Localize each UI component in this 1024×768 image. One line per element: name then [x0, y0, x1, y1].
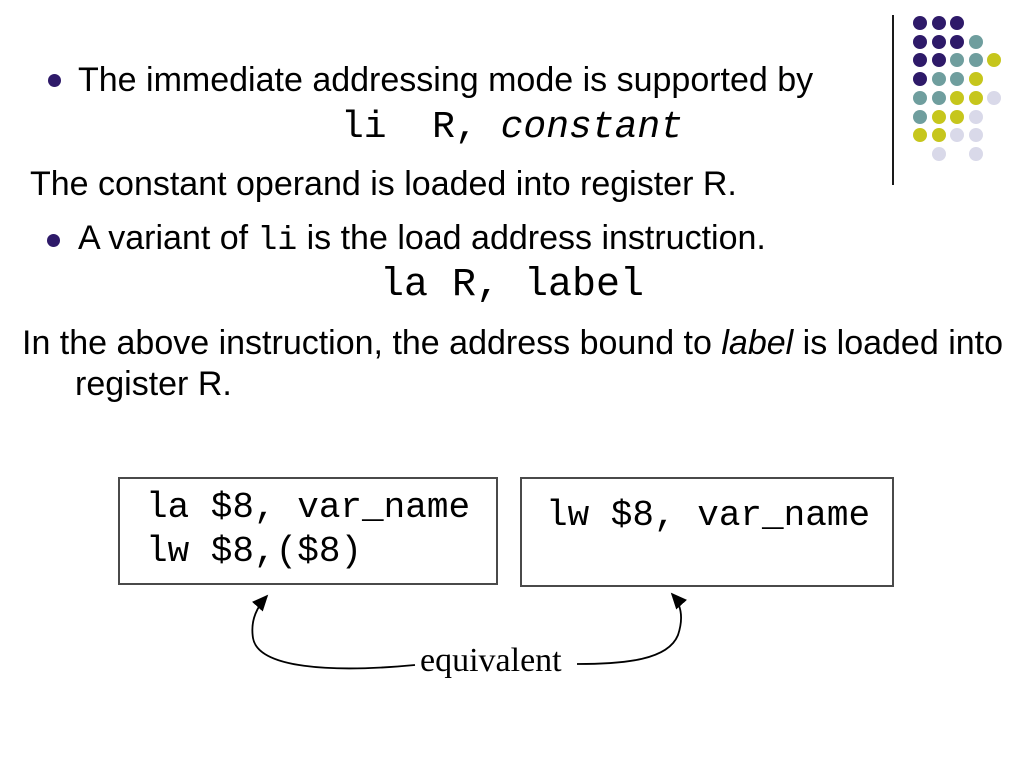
para2-pre: In the above instruction, the address bo… [22, 324, 722, 362]
decoration-dot [950, 90, 965, 105]
decoration-vertical-rule [892, 15, 894, 185]
right-box-line1: lw $8, var_name [546, 495, 871, 536]
decoration-dot [968, 146, 983, 161]
para-constant-operand: The constant operand is loaded into regi… [30, 165, 737, 203]
code-box-lw: lw $8, var_name [520, 477, 894, 587]
bullet2-post: is the load address instruction. [297, 219, 766, 257]
decoration-dot [913, 109, 927, 124]
decoration-dot [931, 90, 946, 105]
code-line-li: li R, constant [0, 106, 1024, 150]
decoration-dot [968, 90, 983, 105]
equivalence-arrows [251, 592, 687, 670]
decoration-dot [913, 53, 927, 68]
decoration-dot [931, 109, 946, 124]
decoration-dot [913, 90, 927, 105]
bullet2-text: A variant of li is the load address inst… [78, 218, 1018, 261]
decoration-dot [931, 72, 946, 87]
decoration-dot [950, 34, 965, 49]
code-li-operand: constant [500, 106, 684, 149]
decoration-dot [968, 109, 983, 124]
code-li-prefix: li R, [340, 106, 501, 149]
decoration-dot [987, 53, 1002, 68]
decoration-dot [913, 16, 927, 30]
left-box-line2: lw $8,($8) [146, 531, 363, 572]
right-box-code: lw $8, var_name [546, 494, 892, 538]
decoration-dot [931, 128, 946, 143]
decoration-dot [968, 53, 983, 68]
equivalence-label: equivalent [420, 642, 562, 679]
decoration-dot [950, 72, 965, 87]
code-line-la: la R, label [379, 263, 645, 308]
para2-post: is loaded into register R. [75, 324, 1004, 403]
decoration-dot [950, 53, 965, 68]
code-box-la-lw: la $8, var_name lw $8,($8) [118, 477, 498, 585]
left-box-code: la $8, var_name lw $8,($8) [146, 486, 496, 574]
decoration-dot [931, 16, 946, 30]
decoration-dot [931, 34, 946, 49]
decoration-dot [950, 109, 965, 124]
bullet2-li-code: li [257, 222, 298, 259]
left-box-line1: la $8, var_name [146, 487, 471, 528]
decoration-dot [913, 34, 927, 49]
decoration-dot [950, 128, 965, 143]
decoration-dot [950, 16, 965, 30]
decoration-dot [968, 72, 983, 87]
decoration-dot [913, 128, 927, 143]
bullet-marker [47, 234, 60, 247]
equivalence-arrow-right [576, 592, 687, 665]
decoration-dot [913, 72, 927, 87]
bullet-marker [48, 74, 61, 87]
bullet1-text: The immediate addressing mode is support… [78, 61, 814, 99]
decoration-dot [931, 146, 946, 161]
decoration-dot [968, 34, 983, 49]
decoration-dot [968, 128, 983, 143]
para-address-bound: In the above instruction, the address bo… [22, 323, 1005, 405]
dot-pattern-decoration [913, 16, 1013, 166]
para2-label-italic: label [721, 324, 794, 362]
equivalence-arrow-left [251, 594, 416, 670]
decoration-dot [987, 90, 1002, 105]
bullet2-pre: A variant of [78, 219, 258, 257]
decoration-dot [931, 53, 946, 68]
